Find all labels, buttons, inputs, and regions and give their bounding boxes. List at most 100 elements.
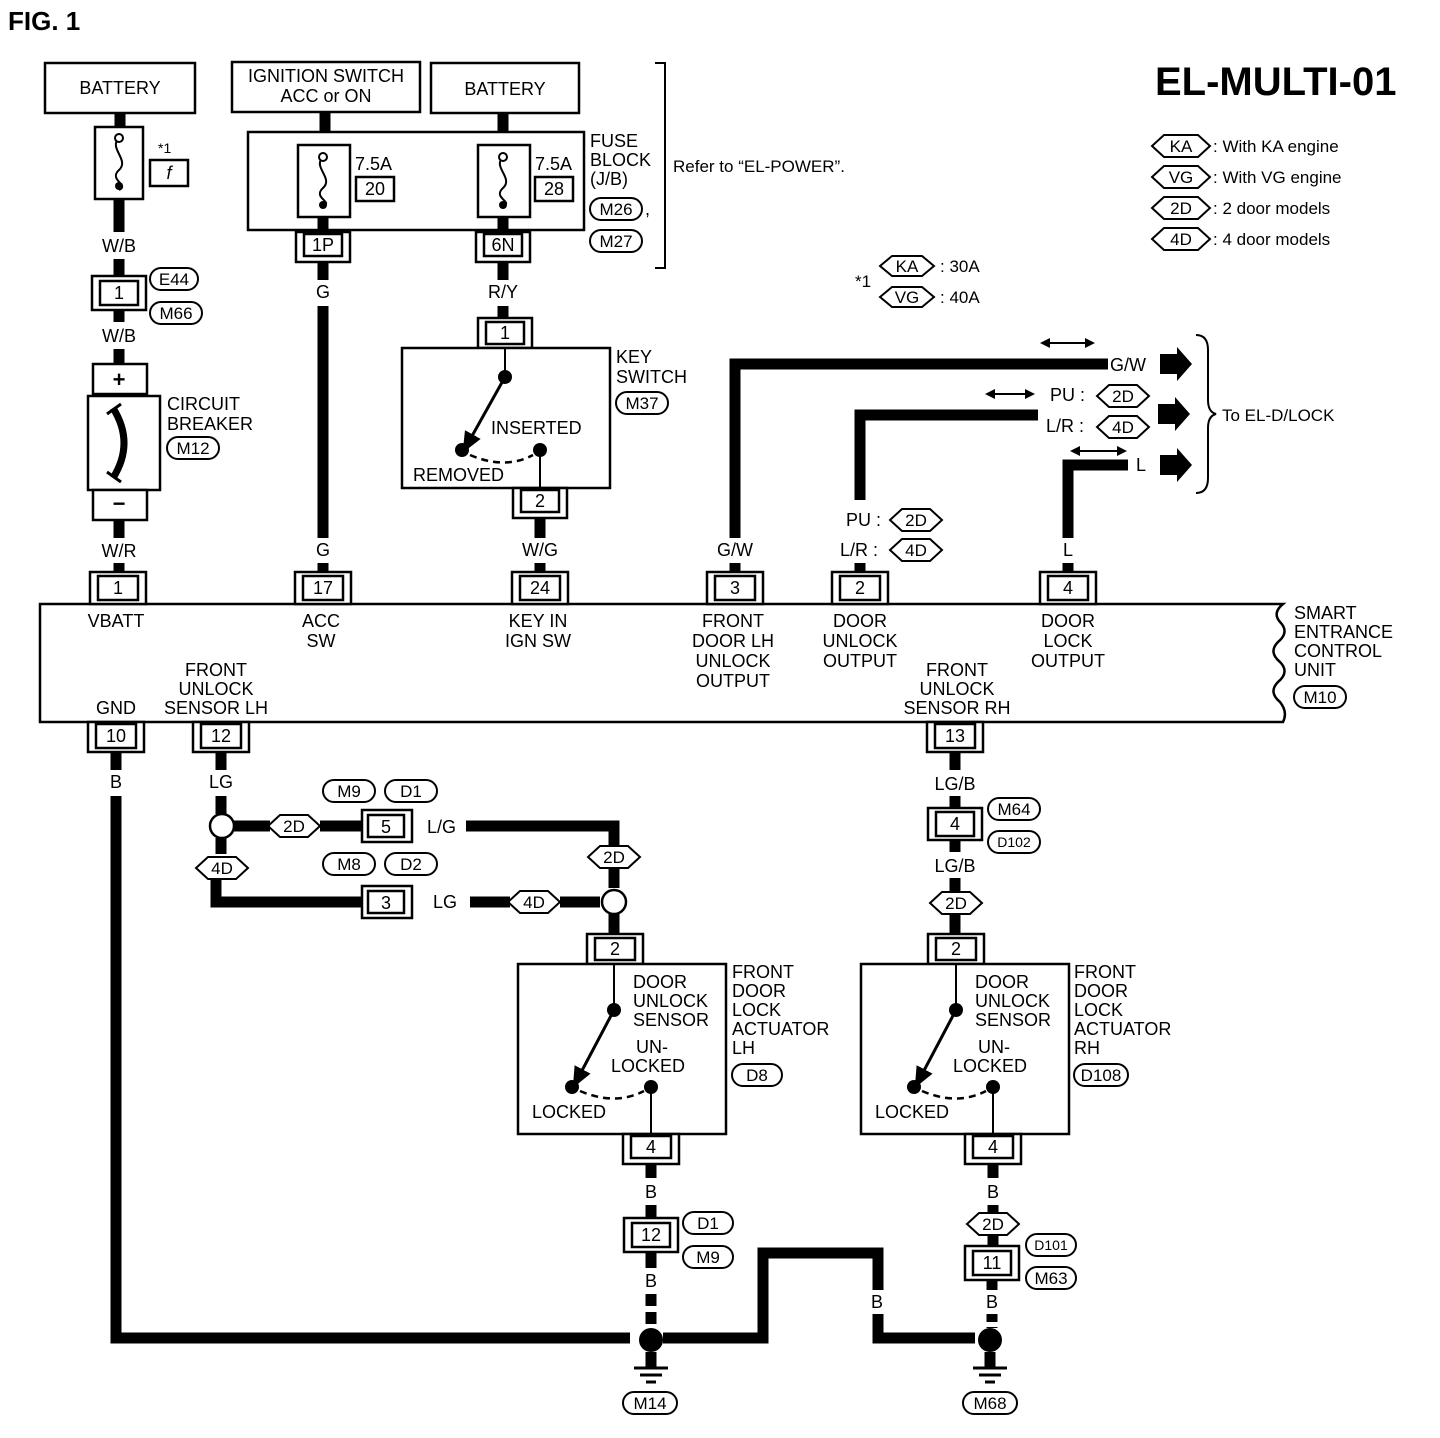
fuse-node: [115, 182, 123, 190]
connector-pin-box: [1046, 574, 1090, 602]
legend-code: VG: [1169, 168, 1194, 187]
hexagon-badge: [1150, 196, 1212, 220]
pin-function: OUTPUT: [1031, 651, 1105, 671]
wire-color-wr: W/R: [102, 541, 137, 561]
actuator-label: ACTUATOR: [732, 1019, 829, 1039]
wire-color-gw: G/W: [717, 540, 753, 560]
legend-code: 4D: [1170, 230, 1192, 249]
pin-function: FRONT: [185, 660, 247, 680]
connector-pin-box: [593, 936, 637, 962]
pin-function: OUTPUT: [823, 651, 897, 671]
unit-label: SMART: [1294, 603, 1357, 623]
connector-pin-box: [838, 574, 882, 602]
connector-pin-box: [199, 722, 243, 750]
wire-color-pu: PU :: [1050, 385, 1085, 405]
arrow-head: [1040, 338, 1050, 348]
pin-function: FRONT: [926, 660, 988, 680]
hexagon-badge: [1150, 227, 1212, 251]
connector-badge: [322, 852, 376, 876]
fuse-number-box: [533, 175, 575, 203]
variant-code: 4D: [523, 893, 545, 912]
connector-pin: 2: [855, 578, 865, 598]
connector-pin: 3: [730, 578, 740, 598]
switch-arm: [462, 376, 507, 453]
wire-color-lr: L/R :: [840, 540, 878, 560]
pin-function: GND: [96, 698, 136, 718]
connector-badge: [589, 197, 643, 221]
switch-dash: [469, 453, 534, 464]
ignition-label: IGNITION SWITCH: [248, 66, 404, 86]
arrow-head: [985, 389, 995, 399]
sensor-label: DOOR: [633, 972, 687, 992]
connector-pin: 1: [500, 323, 510, 343]
switch-arm: [572, 1009, 616, 1088]
wire-color-b: B: [987, 1182, 999, 1202]
battery-right-box: [429, 61, 581, 115]
actuator-label: LH: [732, 1038, 755, 1058]
wire: [663, 1247, 884, 1344]
wire: [872, 1314, 975, 1344]
sensor-label: UNLOCK: [975, 991, 1050, 1011]
breaker-minus: −: [113, 491, 126, 516]
actuator-label: FRONT: [732, 962, 794, 982]
note-code: KA: [896, 257, 919, 276]
breaker-symbol: [106, 402, 122, 484]
connector-pin-box: [94, 722, 138, 750]
unit-pin-vbatt: 1 VBATT: [88, 570, 148, 631]
fuse-node: [318, 152, 328, 162]
connector-id-d8: D8: [746, 1066, 768, 1085]
wire-color-b: B: [110, 772, 122, 792]
connector-badge: [682, 1245, 734, 1269]
legend-code: KA: [1170, 137, 1193, 156]
battery-left-label: BATTERY: [79, 78, 160, 98]
connector-pin-box: [482, 232, 524, 258]
wire: [854, 409, 1038, 500]
wire-color-g: G: [316, 540, 330, 560]
connector-pin: 12: [641, 1225, 661, 1245]
wire-color-l: L: [1136, 455, 1146, 475]
connector-pin: 4: [988, 1137, 998, 1157]
arrow-head: [1025, 389, 1035, 399]
unit-pin-door-lock: 4 DOOR LOCK OUTPUT: [1031, 570, 1105, 671]
unit-pin-gnd: GND 10: [86, 698, 146, 754]
variant-code: 2D: [603, 848, 625, 867]
connector-pin: 4: [1063, 578, 1073, 598]
connector-badge: [149, 267, 199, 291]
legend: KA : With KA engine VG : With VG engine …: [1150, 134, 1342, 251]
pin-function: KEY IN: [509, 611, 568, 631]
wire-color-lg: LG: [209, 772, 233, 792]
connector-pin-box: [629, 1134, 673, 1160]
fuse-number: 28: [544, 179, 564, 199]
connector-badge: [731, 1063, 783, 1087]
connector-pin: 11: [983, 1253, 1002, 1273]
connector-pin: 2: [610, 939, 620, 959]
breaker-plus: +: [113, 367, 126, 392]
connector-pin: 1P: [312, 235, 334, 255]
connector-id-e44: E44: [159, 270, 189, 289]
actuator-label: LOCK: [1074, 1000, 1123, 1020]
connector-badge: [987, 830, 1041, 854]
connector-id-m37: M37: [625, 394, 658, 413]
connector-pin: 4: [950, 814, 960, 834]
actuator-label: DOOR: [1074, 981, 1128, 1001]
breaker-plus-frame: [91, 362, 149, 396]
wire-color-gw: G/W: [1110, 355, 1146, 375]
actuator-label: FRONT: [1074, 962, 1136, 982]
connector-badge: [384, 852, 438, 876]
connector-badge: [1073, 1063, 1129, 1087]
wire-color-b: B: [757, 1292, 769, 1312]
wire: [466, 820, 620, 846]
switch-dash: [921, 1089, 987, 1100]
wire: [110, 796, 630, 1344]
page-code: EL-MULTI-01: [1155, 60, 1396, 104]
unlocked-label: LOCKED: [953, 1056, 1027, 1076]
wire: [729, 358, 1108, 538]
legend-text: : With KA engine: [1213, 137, 1339, 156]
variant-code: 2D: [945, 894, 967, 913]
wire-color-g: G: [316, 282, 330, 302]
connector-comma: ,: [645, 199, 650, 219]
connector-pin-box: [96, 574, 140, 602]
connector-badge: [589, 229, 643, 253]
connector-pin-box: [971, 1134, 1015, 1160]
wire-color-lgb: LG/B: [934, 856, 975, 876]
